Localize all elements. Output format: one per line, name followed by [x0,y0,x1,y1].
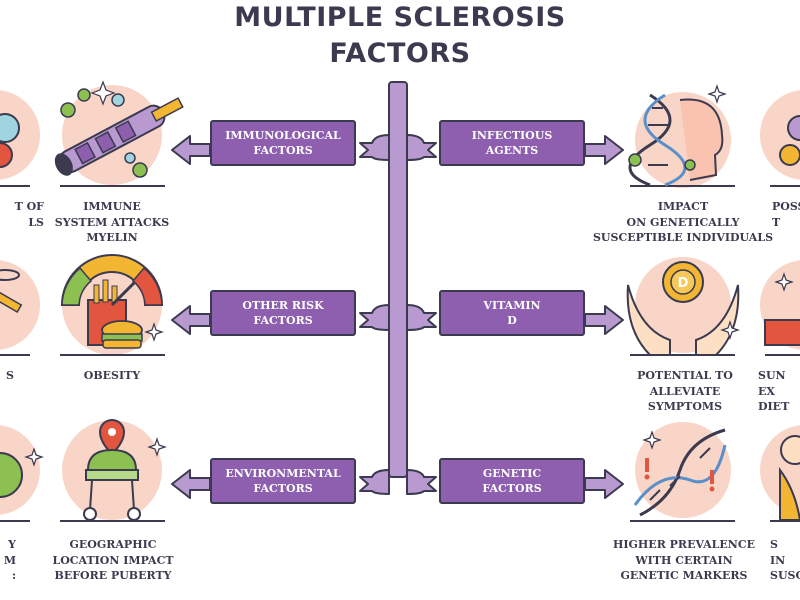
cut-left-icon-row3 [0,425,44,522]
cut-right-icon-row1 [760,90,800,187]
cut-left-icon-row2 [0,260,40,356]
immunological-factors-box: IMMUNOLOGICAL FACTORS [210,120,356,166]
branch-arrow-left-row3 [359,469,390,495]
branch-arrow-right-row2 [406,304,437,331]
cut-left-icon-row1 [0,90,40,187]
environmental-factors-box: ENVIRONMENTAL FACTORS [210,458,356,504]
vitamin-d-label: D [678,276,689,291]
cut-right-icon-row3 [760,425,800,522]
caption-cut-right-row2: SUN EX DIET [758,369,790,413]
caption-cut-left-row3: Y M : [3,538,16,582]
myelin-attack-icon [54,80,184,187]
page-title-line2: FACTORS [329,38,471,69]
arrow-right-row3 [584,469,624,499]
cut-right-icon-row2 [760,260,800,356]
dna-helix-icon [630,422,735,522]
vitamin-d-box: VITAMIN D [439,290,585,336]
genetic-factors-box: GENETIC FACTORS [439,458,585,504]
branch-arrow-right-row3 [406,469,437,495]
branch-arrows [359,134,437,495]
arrow-left-row1 [171,135,211,165]
vitamin-d-hands-icon [626,257,740,356]
stroller-location-icon [60,418,167,522]
caption-immune-attack: IMMUNE SYSTEM ATTACKS MYELIN [54,200,170,244]
obesity-icon [60,254,165,356]
branch-arrow-right-row1 [406,134,437,161]
caption-obesity: OBESITY [83,369,141,382]
infectious-agents-box: INFECTIOUS AGENTS [439,120,585,166]
caption-alleviate: POTENTIAL TO ALLEVIATE SYMPTOMS [637,369,733,413]
branch-arrow-left-row1 [359,134,390,161]
other-risk-factors-box: OTHER RISK FACTORS [210,290,356,336]
dna-head-icon [628,84,735,188]
outer-arrows [171,135,624,499]
caption-cut-right-row3: S IN SUSC [770,538,800,582]
central-trunk [388,81,408,478]
caption-cut-left-row1: T OF LS [14,200,44,229]
caption-cut-right-row1: POSS T [772,200,800,229]
caption-prevalence: HIGHER PREVALENCE WITH CERTAIN GENETIC M… [612,538,755,582]
caption-impact-genetic: IMPACT ON GENETICALLY SUSCEPTIBLE INDIVI… [592,200,774,244]
caption-geographic: GEOGRAPHIC LOCATION IMPACT BEFORE PUBERT… [52,538,174,582]
page-title-line1: MULTIPLE SCLEROSIS [234,2,566,33]
arrow-left-row3 [171,469,211,499]
arrow-right-row1 [584,135,624,165]
arrow-right-row2 [584,305,624,335]
arrow-left-row2 [171,305,211,335]
branch-arrow-left-row2 [359,304,390,331]
caption-cut-left-row2: S [6,369,14,382]
